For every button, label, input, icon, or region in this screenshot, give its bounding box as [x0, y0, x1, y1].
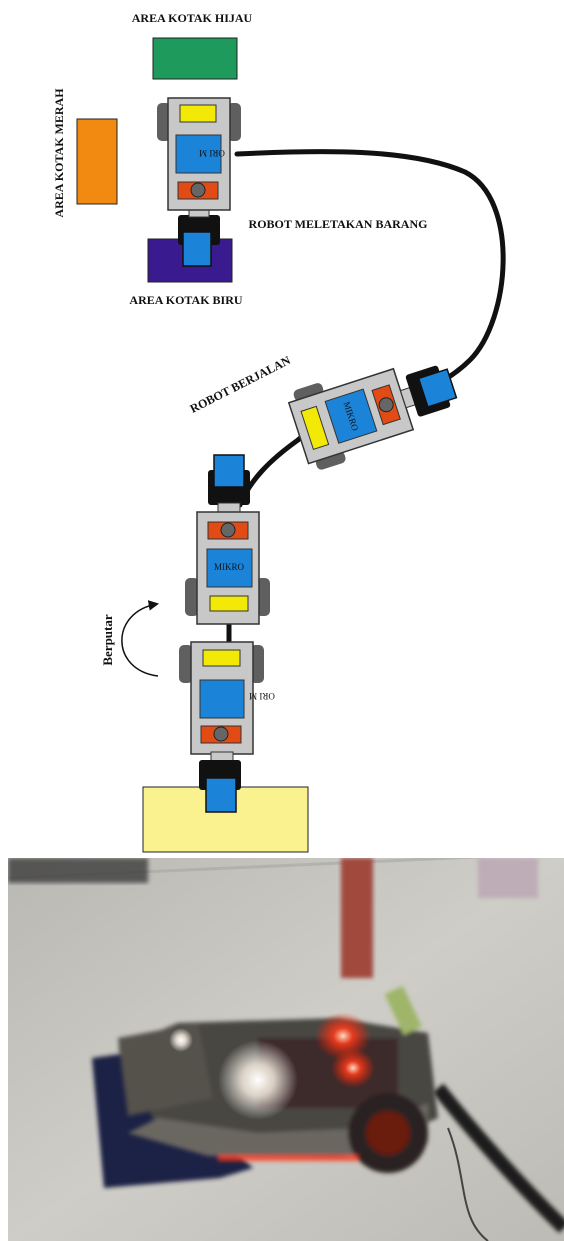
- robot-bottom-motor-hub: [213, 726, 229, 742]
- robot-path-diagram: ORI M MIKRO MIKRO: [52, 11, 506, 853]
- robot-top-sensor: [179, 104, 217, 123]
- label-placing: ROBOT MELETAKAN BARANG: [249, 217, 428, 231]
- label-walking: ROBOT BERJALAN: [188, 353, 293, 416]
- photo-top-left-dark: [8, 858, 148, 883]
- photo-red-led-glow-2: [331, 1048, 375, 1088]
- photo-white-led-glow-2: [169, 1028, 193, 1052]
- robot-bottom-wheel-fl: [179, 645, 193, 683]
- robot-middle-panel: [206, 548, 253, 588]
- robot-bottom-label: ORI M: [249, 691, 275, 701]
- photo-red-led-glow-1: [315, 1012, 371, 1060]
- robot-top-panel: [175, 134, 222, 174]
- robot-middle-gripper-block: [213, 454, 245, 488]
- photo-robot-wheel-rim: [366, 1111, 410, 1155]
- rotate-arrow: [121, 600, 160, 677]
- robot-right-panel: [324, 388, 378, 444]
- label-rotating: Berputar: [100, 614, 115, 666]
- photo-robot-sensor-strip: [384, 985, 422, 1036]
- robot-bottom-sensor: [202, 649, 241, 667]
- robot-bottom: ORI M: [179, 641, 275, 813]
- robot-right-wheel-t: [293, 383, 324, 402]
- robot-path-line: [234, 149, 506, 508]
- photo-red-pillar: [341, 858, 373, 978]
- robot-top-gripper-block: [182, 231, 212, 267]
- robot-top: ORI M: [157, 97, 241, 267]
- green-box-area: [152, 37, 238, 80]
- robot-bottom-panel: [199, 679, 245, 719]
- robot-middle-sensor: [209, 595, 249, 612]
- robot-right-motor-hub: [378, 397, 394, 413]
- orange-box-area: [76, 118, 118, 205]
- photo-thin-wire: [447, 1127, 489, 1241]
- robot-right-wheel-b: [315, 451, 346, 470]
- label-blue-area: AREA KOTAK BIRU: [129, 293, 242, 307]
- photo-dark-cable: [432, 1083, 564, 1234]
- robot-middle-wheel-bl: [185, 578, 199, 616]
- robot-photo: [8, 858, 564, 1241]
- robot-right: MIKRO: [287, 365, 458, 470]
- label-red-area: AREA KOTAK MERAH: [52, 88, 66, 218]
- robot-bottom-gripper-block: [205, 777, 237, 813]
- photo-top-right-object: [478, 858, 538, 898]
- photo-white-led-glow: [218, 1040, 298, 1120]
- robot-right-sensor: [300, 405, 330, 451]
- label-green-area: AREA KOTAK HIJAU: [132, 11, 253, 25]
- robot-middle: MIKRO: [185, 454, 270, 625]
- robot-middle-label: MIKRO: [214, 562, 245, 572]
- robot-middle-motor-hub: [220, 522, 236, 538]
- robot-top-label: ORI M: [199, 148, 225, 158]
- robot-top-motor-hub: [190, 182, 206, 198]
- robot-right-gripper-block: [417, 368, 458, 408]
